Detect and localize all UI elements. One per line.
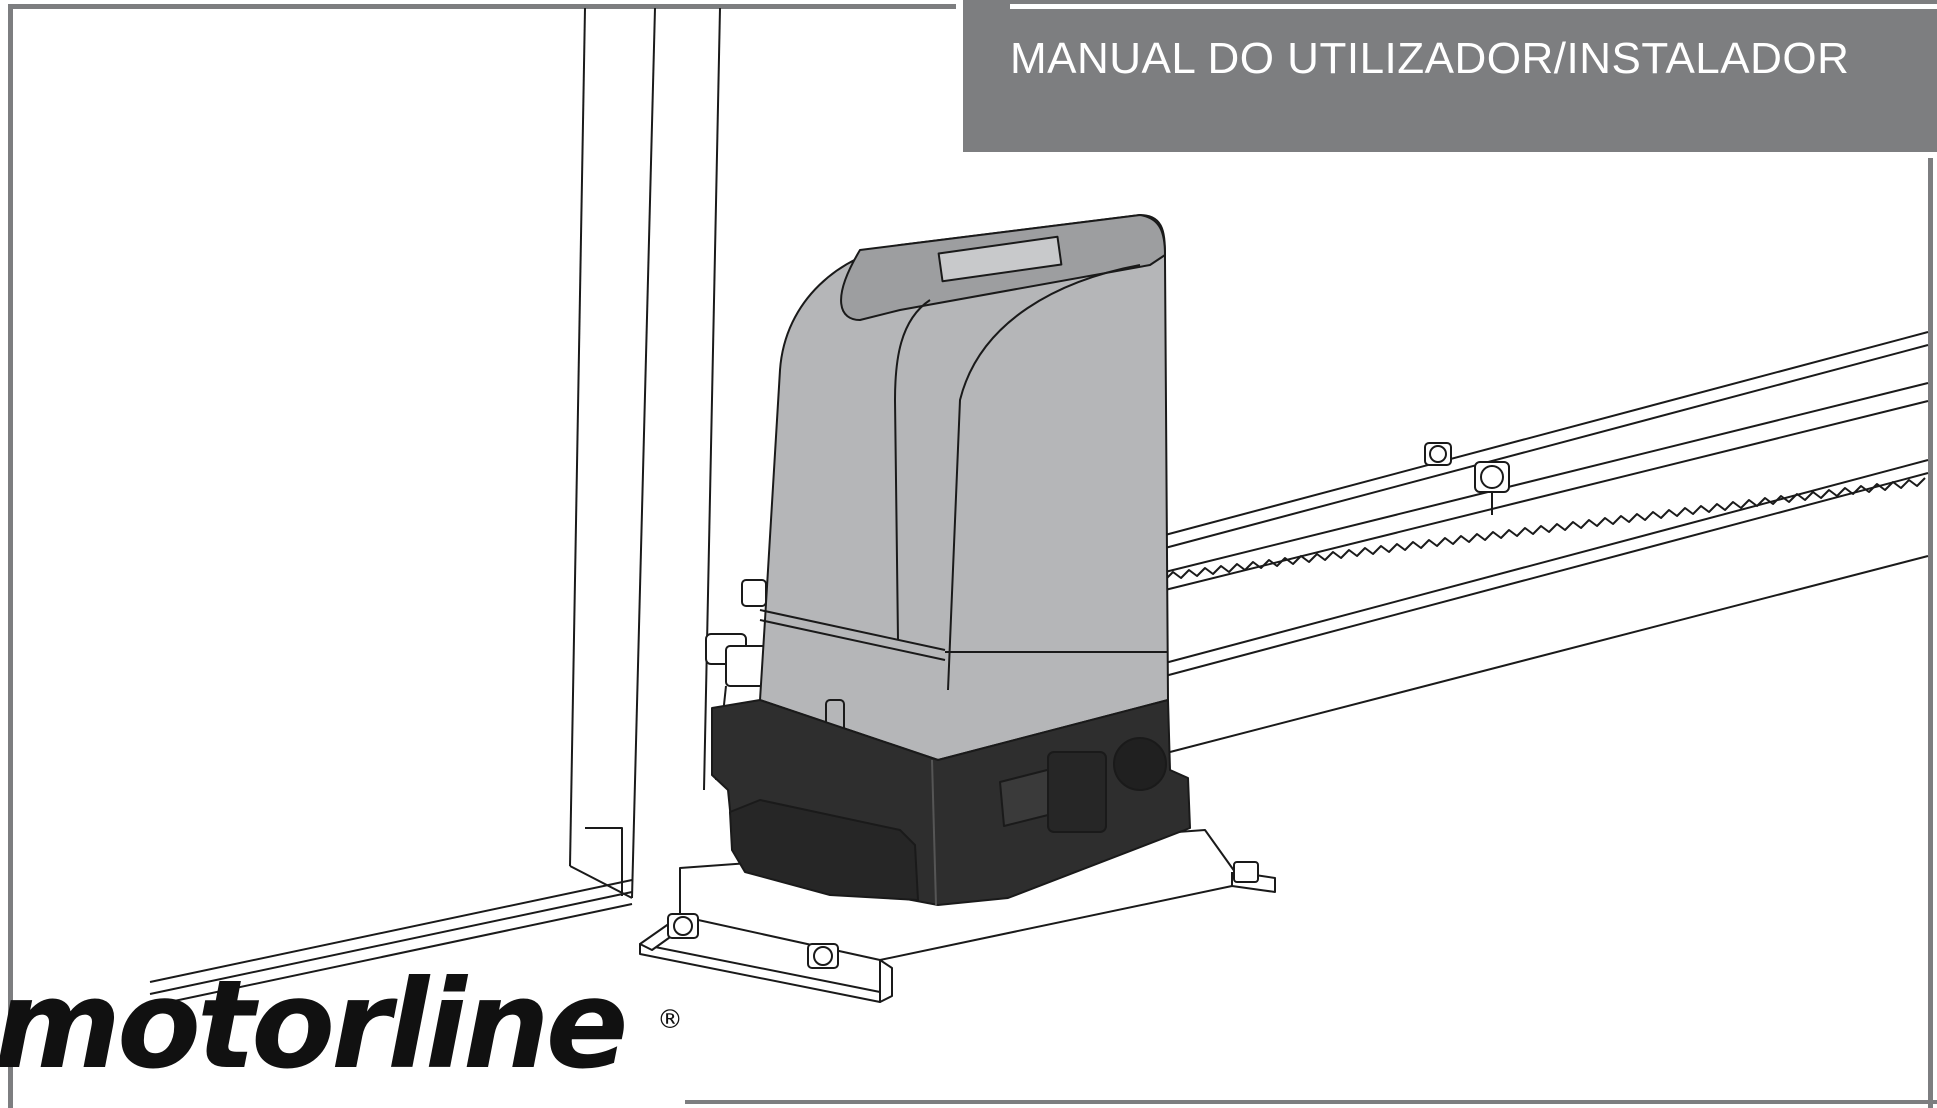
registered-mark: ® (657, 1005, 683, 1035)
gate-beams (1164, 331, 1929, 753)
frame-right-line (1928, 158, 1933, 1108)
gear-rack (1164, 382, 1929, 591)
header-band (963, 0, 1937, 152)
motorline-logo: motorline (0, 954, 628, 1096)
gate-post (569, 7, 721, 899)
plate-bolts (667, 861, 1259, 969)
rack-bolts (1424, 442, 1510, 515)
frame-top-line (8, 4, 956, 9)
frame-bottom-line (685, 1100, 1937, 1104)
frame-left-line (8, 4, 13, 1108)
header-top-line (1010, 4, 1937, 9)
page-title: MANUAL DO UTILIZADOR/INSTALADOR (1010, 34, 1850, 83)
ground-rail (149, 879, 633, 1005)
